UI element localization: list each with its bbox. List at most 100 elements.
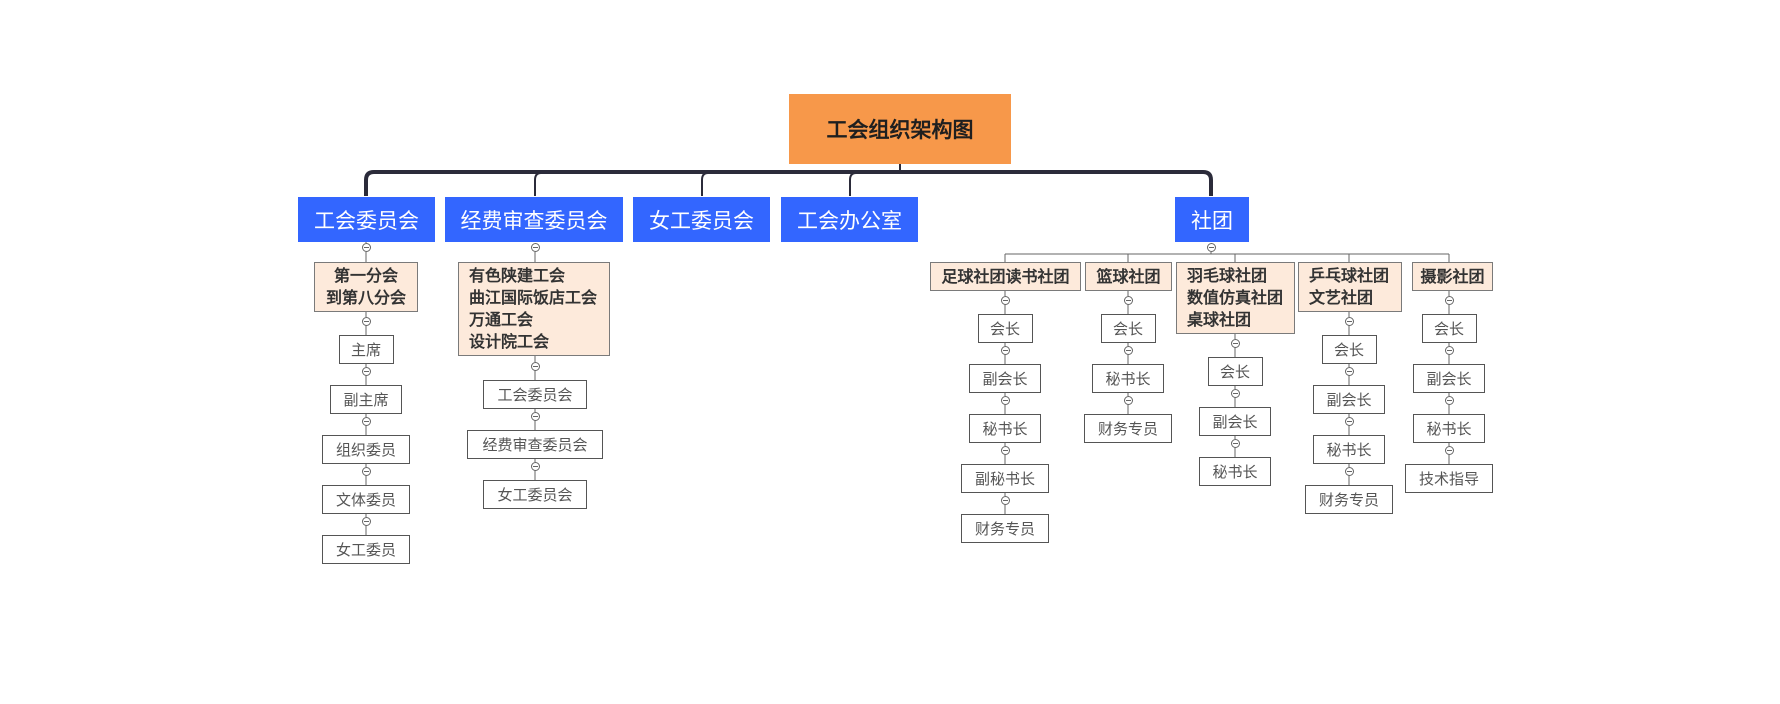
club-1-role[interactable]: 财务专员 [1084,414,1172,443]
club-group-label: 摄影社团 [1420,266,1485,286]
club-4-role-label: 秘书长 [1426,420,1472,438]
club-1-role[interactable]: 秘书长 [1092,364,1164,393]
club-4-role-label: 技术指导 [1418,470,1479,488]
club-group[interactable]: 乒乓球社团 文艺社团 [1298,262,1402,312]
union-branch-group[interactable]: 第一分会 到第八分会 [314,262,418,312]
collapse-toggle-icon[interactable] [361,516,371,526]
collapse-toggle-icon[interactable] [361,316,371,326]
collapse-toggle-icon[interactable] [361,466,371,476]
club-0-role[interactable]: 副秘书长 [961,464,1049,493]
collapse-toggle-icon[interactable] [1344,416,1354,426]
collapse-toggle-icon[interactable] [1444,295,1454,305]
union-branch-group-label: 第一分会 到第八分会 [325,266,406,307]
club-0-role-label: 会长 [989,320,1020,338]
collapse-toggle-icon[interactable] [1344,316,1354,326]
club-group[interactable]: 篮球社团 [1085,262,1172,291]
level1-branch-line [849,172,857,196]
club-0-role-label: 秘书长 [982,420,1028,438]
collapse-toggle-icon[interactable] [1206,242,1216,252]
audit-branch-role[interactable]: 女工委员会 [483,480,587,509]
club-group[interactable]: 羽毛球社团 数值仿真社团 桌球社团 [1176,262,1295,334]
club-2-role[interactable]: 副会长 [1199,407,1271,436]
collapse-toggle-icon[interactable] [1000,495,1010,505]
club-2-role-label: 秘书长 [1212,463,1258,481]
club-4-role-label: 会长 [1433,320,1464,338]
club-1-role-label: 财务专员 [1097,420,1158,438]
collapse-toggle-icon[interactable] [530,411,540,421]
club-4-role[interactable]: 秘书长 [1413,414,1485,443]
union-branch-role[interactable]: 女工委员 [322,535,410,564]
club-0-role[interactable]: 秘书长 [969,414,1041,443]
level1-union-office[interactable]: 工会办公室 [781,197,918,242]
club-0-role[interactable]: 副会长 [969,364,1041,393]
collapse-toggle-icon[interactable] [530,461,540,471]
club-3-role[interactable]: 秘书长 [1313,435,1385,464]
collapse-toggle-icon[interactable] [361,242,371,252]
collapse-toggle-icon[interactable] [1000,345,1010,355]
club-group-label: 乒乓球社团 文艺社团 [1309,266,1390,307]
union-branch-role[interactable]: 组织委员 [322,435,410,464]
club-2-role-label: 会长 [1219,363,1250,381]
collapse-toggle-icon[interactable] [1123,295,1133,305]
collapse-toggle-icon[interactable] [1344,466,1354,476]
club-3-role[interactable]: 财务专员 [1305,485,1393,514]
club-4-role[interactable]: 会长 [1421,314,1477,343]
collapse-toggle-icon[interactable] [1123,395,1133,405]
collapse-toggle-icon[interactable] [1000,395,1010,405]
union-branch-role[interactable]: 主席 [338,335,394,364]
audit-branch-role-label: 经费审查委员会 [482,436,588,454]
club-0-role[interactable]: 财务专员 [961,514,1049,543]
audit-branch-role[interactable]: 工会委员会 [483,380,587,409]
club-2-role-label: 副会长 [1212,413,1258,431]
level1-women-committee[interactable]: 女工委员会 [633,197,770,242]
root-node[interactable]: 工会组织架构图 [789,94,1011,164]
level1-union-committee[interactable]: 工会委员会 [298,197,435,242]
collapse-toggle-icon[interactable] [530,361,540,371]
club-4-role[interactable]: 副会长 [1413,364,1485,393]
audit-branch-role[interactable]: 经费审查委员会 [467,430,603,459]
level1-branch-line [701,172,709,196]
club-1-role-label: 秘书长 [1105,370,1151,388]
club-2-role[interactable]: 会长 [1207,357,1263,386]
collapse-toggle-icon[interactable] [1344,366,1354,376]
union-branch-role-label: 组织委员 [335,441,396,459]
level1-clubs[interactable]: 社团 [1175,197,1249,242]
club-4-role[interactable]: 技术指导 [1405,464,1493,493]
club-group-label: 篮球社团 [1096,266,1161,286]
union-branch-role[interactable]: 文体委员 [322,485,410,514]
club-group[interactable]: 摄影社团 [1412,262,1493,291]
club-3-role[interactable]: 副会长 [1313,385,1385,414]
club-1-role[interactable]: 会长 [1100,314,1156,343]
club-2-role[interactable]: 秘书长 [1199,457,1271,486]
collapse-toggle-icon[interactable] [361,416,371,426]
level1-audit-committee[interactable]: 经费审查委员会 [445,197,623,242]
club-3-role-label: 副会长 [1326,391,1372,409]
club-1-role-label: 会长 [1112,320,1143,338]
club-0-role[interactable]: 会长 [977,314,1033,343]
club-group[interactable]: 足球社团读书社团 [930,262,1081,291]
union-branch-role-label: 主席 [350,341,381,359]
collapse-toggle-icon[interactable] [1000,445,1010,455]
club-3-role[interactable]: 会长 [1321,335,1377,364]
club-group-label: 羽毛球社团 数值仿真社团 桌球社团 [1187,266,1284,329]
collapse-toggle-icon[interactable] [1444,445,1454,455]
collapse-toggle-icon[interactable] [530,242,540,252]
club-4-role-label: 副会长 [1426,370,1472,388]
collapse-toggle-icon[interactable] [361,366,371,376]
root-bracket-line [364,170,1213,196]
club-3-role-label: 会长 [1333,341,1364,359]
collapse-toggle-icon[interactable] [1230,338,1240,348]
collapse-toggle-icon[interactable] [1444,395,1454,405]
collapse-toggle-icon[interactable] [1123,345,1133,355]
audit-branch-group[interactable]: 有色陕建工会 曲江国际饭店工会 万通工会 设计院工会 [458,262,610,356]
club-0-role-label: 副秘书长 [974,470,1035,488]
collapse-toggle-icon[interactable] [1230,438,1240,448]
audit-branch-role-label: 工会委员会 [497,386,573,404]
collapse-toggle-icon[interactable] [1000,295,1010,305]
union-branch-role-label: 副主席 [343,391,389,409]
collapse-toggle-icon[interactable] [1444,345,1454,355]
union-branch-role[interactable]: 副主席 [330,385,402,414]
collapse-toggle-icon[interactable] [1230,388,1240,398]
